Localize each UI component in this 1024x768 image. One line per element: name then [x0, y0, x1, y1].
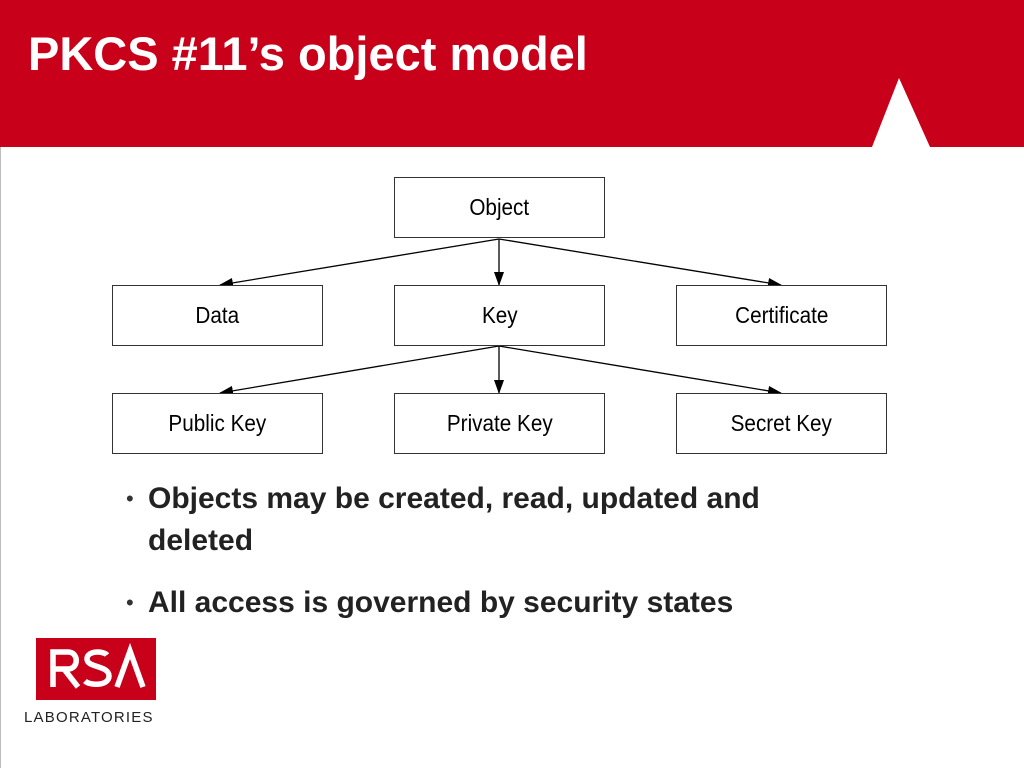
- node-object-label: Object: [469, 194, 530, 220]
- bullet-item: • All access is governed by security sta…: [120, 582, 860, 624]
- node-secret-key-label: Secret Key: [730, 410, 833, 436]
- bullet-text: All access is governed by security state…: [148, 586, 734, 619]
- node-object: Object: [394, 177, 605, 238]
- bullet-item: • Objects may be created, read, updated …: [120, 478, 860, 562]
- slide-title: PKCS #11’s object model: [28, 27, 588, 80]
- logo-red-box: [36, 638, 156, 700]
- node-key: Key: [394, 285, 605, 346]
- logo-wordmark-glyphs: [50, 642, 146, 689]
- bullet-text: Objects may be created, read, updated an…: [148, 482, 760, 557]
- arrow-object-certificate: [498, 238, 782, 288]
- node-data: Data: [112, 285, 323, 346]
- node-public-key: Public Key: [112, 393, 323, 454]
- logo-subtitle: LABORATORIES: [24, 709, 154, 726]
- node-secret-key: Secret Key: [676, 393, 887, 454]
- rsa-laboratories-logo: LABORATORIES: [24, 638, 176, 730]
- arrow-key-secret-key: [498, 345, 782, 396]
- bullet-marker: •: [126, 590, 134, 615]
- node-public-key-label: Public Key: [168, 410, 267, 436]
- header-triangle-decoration: [872, 78, 930, 147]
- bullet-list: • Objects may be created, read, updated …: [120, 478, 860, 644]
- node-private-key-label: Private Key: [446, 410, 553, 436]
- header-bar: [0, 0, 1024, 147]
- left-border-line: [0, 147, 1, 768]
- bullet-marker: •: [126, 486, 134, 511]
- node-key-label: Key: [481, 302, 518, 328]
- node-certificate-label: Certificate: [734, 302, 829, 328]
- arrow-key-public-key: [219, 345, 500, 396]
- node-private-key: Private Key: [394, 393, 605, 454]
- node-data-label: Data: [195, 302, 240, 328]
- arrow-object-data: [219, 238, 500, 288]
- node-certificate: Certificate: [676, 285, 887, 346]
